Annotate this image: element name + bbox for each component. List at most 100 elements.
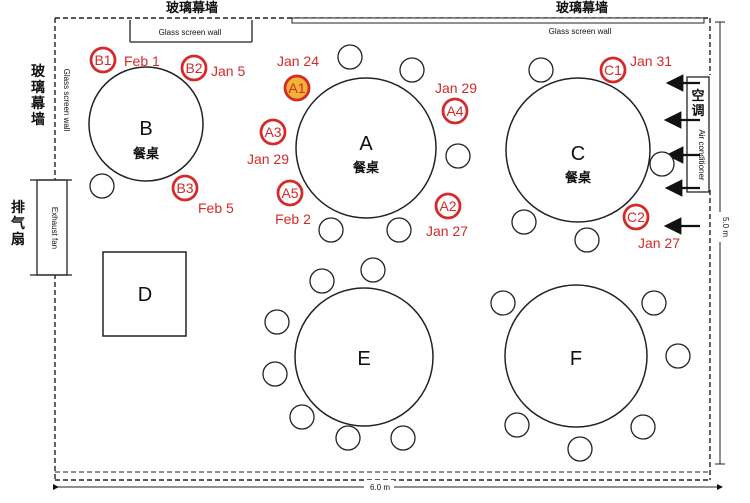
case-b2-id: B2 [185,60,202,76]
chair [89,173,115,199]
exhaust-fan: Exhaust fan 排 气 扇 [10,179,72,276]
case-markers: A1 A2 A3 A4 A5 B1 B2 B3 C1 C2 [89,46,650,231]
case-a3-id: A3 [264,124,281,140]
table-d-label: D [138,284,152,306]
case-b1-id: B1 [94,52,111,68]
table-d [102,251,187,337]
exhaust-fan-cn-2: 气 [10,215,25,231]
chair [445,143,471,169]
table-e [294,287,434,427]
case-a5-marker [276,179,304,207]
chairs [89,44,691,462]
table-a-sub: 餐桌 [352,160,380,175]
dimension-width: 6.0 m [53,471,723,492]
height-dim-label: 5.0 m [721,217,730,237]
exhaust-fan-cn-3: 扇 [11,231,25,247]
aircon-en: Air conditioner [697,129,706,180]
case-b2-date: Jan 5 [211,63,245,79]
chair [309,268,335,294]
exhaust-fan-cn-1: 排 [11,199,25,215]
tables [88,66,651,428]
glass-wall-left: 玻 璃 幕 墙 Glass screen wall [30,63,71,132]
chair [264,309,290,335]
case-c1-date: Jan 31 [630,53,672,69]
dimension-height: 5.0 m [714,21,730,465]
chair [504,412,530,438]
chair [649,151,675,177]
case-a1-id: A1 [288,80,305,96]
chair [289,404,315,430]
glass-wall-en-left: Glass screen wall [62,69,71,132]
table-a-label: A [359,133,373,155]
case-b2-marker [180,54,208,82]
table-f-label: F [570,348,582,370]
table-a [295,77,437,219]
aircon-cn-1: 空 [691,88,704,103]
air-conditioner: 空 调 Air conditioner [686,76,710,193]
glass-wall-cn-top-left: 玻璃幕墙 [166,0,218,15]
case-dates: Jan 24 Jan 27 Jan 29 Jan 29 Feb 2 Feb 1 … [124,53,680,251]
glass-wall-top-right: 玻璃幕墙 Glass screen wall [291,0,705,36]
glass-wall-en-top-right: Glass screen wall [549,27,612,36]
case-a5-id: A5 [281,185,298,201]
exhaust-fan-en: Exhaust fan [50,207,59,249]
width-dim-label: 6.0 m [370,483,390,492]
table-e-label: E [357,348,370,370]
chair [262,361,288,387]
case-b3-id: B3 [176,180,193,196]
table-c-sub: 餐桌 [564,170,592,185]
glass-wall-cn-top-right: 玻璃幕墙 [556,0,608,15]
aircon-cn-2: 调 [691,103,704,118]
chair [511,209,537,235]
glass-wall-en-top-left: Glass screen wall [159,28,222,37]
case-a5-date: Feb 2 [275,211,311,227]
chair [665,343,691,369]
chair [630,414,656,440]
airflow-arrows [663,74,700,235]
chair [490,290,516,316]
chair [386,217,412,243]
table-b [88,66,204,182]
case-b1-marker [89,46,117,74]
chair [574,227,600,253]
table-labels: A 餐桌 B 餐桌 C 餐桌 D E F [132,118,592,370]
glass-wall-cn-left-4: 墙 [31,111,45,127]
case-c2-marker [622,203,650,231]
case-a4-id: A4 [446,103,463,119]
case-a1-date: Jan 24 [277,53,319,69]
table-b-sub: 餐桌 [132,146,160,161]
chair [399,57,425,83]
case-a4-marker [441,97,469,125]
table-f [504,284,648,428]
chair [641,290,667,316]
glass-wall-cn-left-1: 玻 [31,63,46,79]
chair [528,57,554,83]
case-a2-id: A2 [439,198,456,214]
case-b3-marker [171,174,199,202]
case-a1-marker [283,74,311,102]
glass-wall-top-left: 玻璃幕墙 Glass screen wall [129,0,253,43]
table-b-label: B [139,118,152,140]
chair [337,44,363,70]
chair [567,436,593,462]
case-b1-date: Feb 1 [124,53,160,69]
chair [360,257,386,283]
case-c2-id: C2 [627,209,645,225]
case-c1-id: C1 [604,62,622,78]
case-c1-marker [599,56,627,84]
case-a2-marker [434,192,462,220]
case-b3-date: Feb 5 [198,200,234,216]
table-c-label: C [571,143,585,165]
case-a3-date: Jan 29 [247,151,289,167]
chair [318,217,344,243]
chair [335,425,361,451]
glass-wall-cn-left-3: 幕 [30,95,46,111]
case-a3-marker [259,118,287,146]
case-a4-date: Jan 29 [435,80,477,96]
glass-wall-cn-left-2: 璃 [31,79,45,95]
case-a2-date: Jan 27 [426,223,468,239]
chair [390,425,416,451]
case-c2-date: Jan 27 [638,235,680,251]
